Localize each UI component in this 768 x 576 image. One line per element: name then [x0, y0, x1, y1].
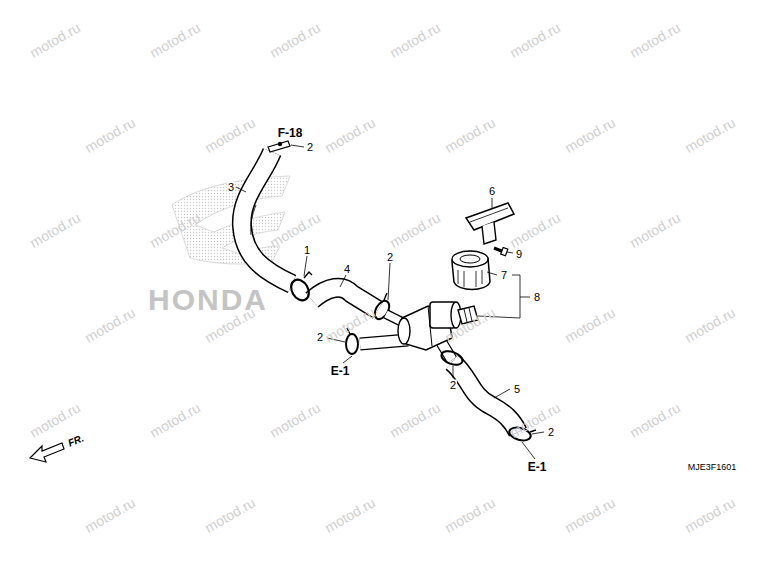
watermark: motod.ru	[563, 495, 618, 535]
valve-bracket	[466, 203, 514, 244]
callout-number: 2	[547, 427, 555, 438]
callout-number: 8	[533, 292, 541, 303]
watermark: motod.ru	[443, 115, 498, 155]
watermark: motod.ru	[148, 20, 203, 60]
watermark: motod.ru	[148, 400, 203, 440]
watermark: motod.ru	[628, 20, 683, 60]
reference-code: E-1	[527, 461, 548, 473]
callout-number: 2	[316, 332, 324, 343]
callout-number: 7	[500, 270, 508, 281]
watermark: motod.ru	[628, 210, 683, 250]
watermark: motod.ru	[628, 400, 683, 440]
callout-number: 1	[303, 245, 311, 256]
watermark: motod.ru	[268, 400, 323, 440]
watermark: motod.ru	[203, 115, 258, 155]
front-arrow	[30, 443, 64, 462]
callout-number: 2	[306, 142, 314, 153]
callout-number: 4	[343, 264, 351, 275]
watermark: motod.ru	[268, 20, 323, 60]
callout-number: 3	[227, 182, 235, 193]
callout-number: 2	[449, 380, 457, 391]
hose-3	[242, 152, 292, 284]
watermark: motod.ru	[683, 495, 738, 535]
bolt	[494, 247, 508, 255]
hose-clamp	[440, 349, 465, 368]
watermark: motod.ru	[508, 20, 563, 60]
figure-code: MJE3F1601	[687, 463, 738, 472]
watermark: motod.ru	[683, 115, 738, 155]
watermark: motod.ru	[388, 210, 443, 250]
callout-number: 2	[386, 252, 394, 263]
watermark: motod.ru	[323, 495, 378, 535]
rubber-mount	[452, 251, 490, 290]
watermark: motod.ru	[83, 305, 138, 345]
leader-line	[236, 145, 544, 459]
watermark: motod.ru	[683, 305, 738, 345]
watermark: motod.ru	[563, 305, 618, 345]
watermark: motod.ru	[443, 495, 498, 535]
watermark: motod.ru	[388, 20, 443, 60]
watermark: motod.ru	[83, 495, 138, 535]
watermark: motod.ru	[28, 400, 83, 440]
reference-code: F-18	[277, 127, 304, 139]
reference-code: E-1	[330, 365, 351, 377]
front-marker: FR.	[66, 433, 87, 449]
hose-5	[452, 362, 518, 432]
watermark: motod.ru	[508, 210, 563, 250]
watermark: motod.ru	[203, 495, 258, 535]
watermark: motod.ru	[28, 20, 83, 60]
hose-clamp	[288, 272, 313, 304]
watermark: motod.ru	[83, 115, 138, 155]
watermark: motod.ru	[563, 115, 618, 155]
callout-number: 6	[488, 186, 496, 197]
watermark: motod.ru	[323, 115, 378, 155]
hose-connector	[268, 141, 290, 152]
watermark: motod.ru	[28, 210, 83, 250]
watermark: motod.ru	[388, 400, 443, 440]
callout-number: 9	[515, 249, 523, 260]
callout-number: 5	[513, 384, 521, 395]
